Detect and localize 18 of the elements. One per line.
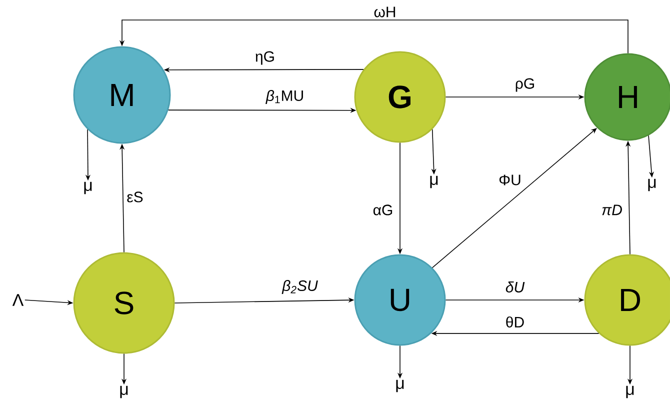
edge-label: θD <box>504 315 526 328</box>
rate-symbol: μ <box>396 380 404 392</box>
rate-symbol: μ <box>120 386 128 398</box>
edge-label: ρG <box>514 77 536 93</box>
rate-symbol: μ <box>430 176 438 188</box>
edge-label: δU <box>504 280 526 294</box>
rate-symbol: μ <box>648 178 656 192</box>
edge-label: πD <box>600 204 624 216</box>
edge-label: αG <box>372 204 394 216</box>
edge-label: β$_{2}$SU <box>281 279 319 295</box>
rate-symbol: μ <box>84 182 92 194</box>
edge-label: ΦU <box>498 174 522 186</box>
edge-label: εS <box>126 190 144 204</box>
edge-label: ηG <box>254 50 276 66</box>
rate-symbol: μ <box>626 386 634 398</box>
rate-symbol: Λ <box>12 294 24 306</box>
edge-label: ωH <box>372 6 398 18</box>
edge-label: β$_{1}$MU <box>264 89 306 105</box>
